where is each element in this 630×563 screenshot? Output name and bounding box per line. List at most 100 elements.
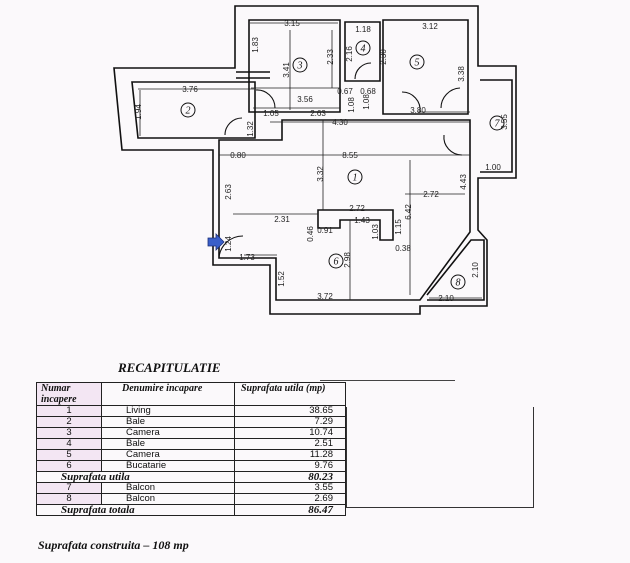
dimension-label: 1.52	[277, 271, 286, 287]
room-name-cell: Balcon	[101, 493, 235, 505]
room-circle	[409, 54, 425, 70]
dimension-label: 1.94	[134, 104, 143, 120]
dimension-label: 4.30	[332, 118, 348, 127]
dimension-label: 2.31	[274, 215, 290, 224]
dimension-label: 3.32	[316, 166, 325, 182]
subtotal-label: Suprafata utila	[36, 471, 235, 483]
dimension-label: 3.38	[457, 66, 466, 82]
recap-table: Numar incapere Denumire incapare Suprafa…	[36, 382, 346, 516]
room-area-cell: 2.51	[234, 438, 346, 450]
room-number-cell: 6	[36, 460, 102, 472]
header-name: Denumire incapare	[101, 382, 235, 406]
room-marker: 7	[489, 115, 505, 131]
dimension-label: 2.33	[326, 49, 335, 65]
dimension-label: 1.83	[251, 37, 260, 53]
room-area-cell: 3.55	[234, 482, 346, 494]
room-area-cell: 7.29	[234, 416, 346, 428]
dimension-label: 1.15	[394, 219, 403, 235]
dimension-label: 0.46	[306, 226, 315, 242]
room-number-cell: 2	[36, 416, 102, 428]
dimension-label: 4.43	[459, 174, 468, 190]
dimension-label: 0.38	[395, 244, 411, 253]
dimension-lines	[138, 22, 482, 301]
room-name-cell: Bale	[101, 438, 235, 450]
arrow-right-icon	[207, 233, 225, 251]
dimension-labels: 3.151.833.412.331.182.163.122.303.383.76…	[134, 19, 509, 303]
room-name-cell: Balcon	[101, 482, 235, 494]
room-area-cell: 2.69	[234, 493, 346, 505]
dimension-label: 0.80	[230, 151, 246, 160]
room-number: 7	[495, 119, 501, 130]
dimension-label: 3.76	[182, 85, 198, 94]
room-marker: 3	[292, 57, 308, 73]
stamp-box	[346, 407, 534, 508]
dimension-label: 3.12	[422, 22, 438, 31]
dimension-label: 3.15	[284, 19, 300, 28]
dimension-label: 6.42	[404, 204, 413, 220]
floor-plan: 3.151.833.412.331.182.163.122.303.383.76…	[113, 5, 517, 315]
dimension-label: 0.67	[337, 87, 353, 96]
room-marker: 8	[450, 274, 466, 290]
walls	[113, 5, 517, 315]
room-numbers: 1 2 3 4 5 6 7 8	[180, 40, 505, 290]
room-circle	[180, 102, 196, 118]
room-marker: 2	[180, 102, 196, 118]
dimension-label: 2.10	[438, 294, 454, 303]
dimension-label: 2.63	[224, 184, 233, 200]
room-name-cell: Camera	[101, 449, 235, 461]
dimension-label: 1.32	[246, 121, 255, 137]
dimension-label: 3.41	[282, 62, 291, 78]
room-circle	[328, 253, 344, 269]
dimension-label: 1.08	[347, 97, 356, 113]
dimension-label: 3.55	[500, 114, 509, 130]
room-name-cell: Camera	[101, 427, 235, 439]
dimension-label: 0.68	[360, 87, 376, 96]
room-area-cell: 9.76	[234, 460, 346, 472]
recap-title: RECAPITULATIE	[118, 360, 221, 375]
room-number: 6	[334, 257, 339, 268]
header-number: Numar incapere	[36, 382, 102, 406]
room-circle	[347, 169, 363, 185]
room-number-cell: 1	[36, 405, 102, 417]
room-marker: 5	[409, 54, 425, 70]
room-area-cell: 38.65	[234, 405, 346, 417]
total-value: 86.47	[234, 504, 346, 516]
total-row: Suprafata totala 86.47	[36, 504, 346, 516]
dimension-label: 1.03	[371, 224, 380, 240]
dimension-label: 1.05	[263, 109, 279, 118]
room-number: 1	[353, 173, 358, 184]
built-area: Suprafata construita – 108 mp	[38, 538, 189, 552]
room-marker: 4	[355, 40, 371, 56]
dimension-label: 1.18	[355, 25, 371, 34]
header-area: Suprafata utila (mp)	[234, 382, 346, 406]
room-number-cell: 3	[36, 427, 102, 439]
room-area-cell: 10.74	[234, 427, 346, 439]
total-label: Suprafata totala	[36, 504, 235, 516]
room-number: 3	[297, 61, 303, 72]
room-marker: 6	[328, 253, 344, 269]
dimension-label: 3.72	[317, 292, 333, 301]
room-marker: 1	[347, 169, 363, 185]
room-name-cell: Bale	[101, 416, 235, 428]
subtotal-row: Suprafata utila 80.23	[36, 471, 346, 483]
room-name-cell: Bucatarie	[101, 460, 235, 472]
room-number-cell: 8	[36, 493, 102, 505]
dimension-label: 1.08	[362, 94, 371, 110]
subtotal-value: 80.23	[234, 471, 346, 483]
dimension-label: 1.43	[354, 216, 370, 225]
room-area-cell: 11.28	[234, 449, 346, 461]
dimension-label: 8.55	[342, 151, 358, 160]
room-name-cell: Living	[101, 405, 235, 417]
dimension-label: 1.00	[485, 163, 501, 172]
dimension-label: 3.80	[410, 106, 426, 115]
dimension-label: 1.24	[224, 236, 233, 252]
room-number: 4	[361, 44, 366, 55]
table-header: Numar incapere Denumire incapare Suprafa…	[36, 382, 346, 406]
dimension-label: 2.72	[349, 204, 365, 213]
